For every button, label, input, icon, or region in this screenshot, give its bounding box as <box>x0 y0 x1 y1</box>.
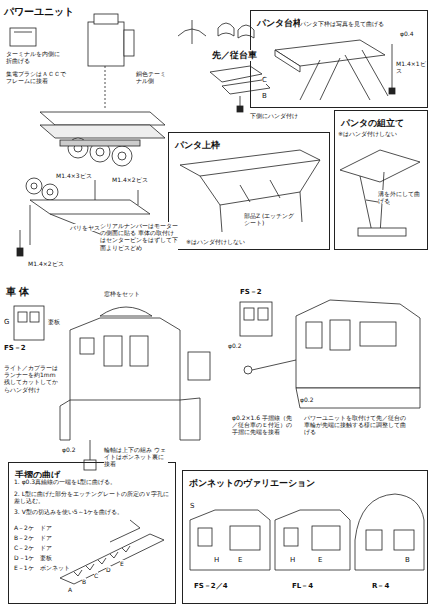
part-letter: H <box>214 556 219 564</box>
note-text: 3. V型の切込みを使い5～1ケを曲げる。 <box>14 508 170 515</box>
note-text: ライト／カプラーはランナーを約1mm残してカットしてからハンダ付け <box>4 364 58 393</box>
section-heading: FS－2／4 <box>194 582 228 590</box>
note-text: シリアルナンバーはモーターの側面に貼る 車体の取付けはセンターピンをはずして下面… <box>100 222 178 251</box>
part-letter: B <box>82 578 86 585</box>
note-text: A－2ケ ドア <box>14 524 52 531</box>
note-text: 1. φ0.3真鍮線の一端をL型に曲げる。 <box>14 478 170 485</box>
part-letter: A <box>68 586 72 593</box>
note-text: M1.4×1ビス <box>396 60 426 74</box>
note-text: パンタ下枠は写真を見て曲げる <box>300 20 412 27</box>
section-heading: FS－2 <box>240 288 262 296</box>
section-heading: パワーユニット <box>4 6 74 18</box>
bending-jig <box>60 520 164 584</box>
note-text: パワーユニットを取付けて先／従台の車輪が先端に接触する様に調整して曲げる <box>304 414 408 436</box>
part-letter: E <box>318 556 322 564</box>
note-text: φ0.2 <box>62 446 76 453</box>
note-text: 溝を外にして曲げる <box>378 190 424 204</box>
section-heading: FS－2 <box>4 344 26 352</box>
section-heading: パンタの組立て <box>338 117 407 130</box>
note-text: 輪軸は上下の組み ウェイトはボンネット裏に接着 <box>104 446 168 468</box>
section-panel: パンタ上枠 <box>168 132 330 250</box>
section-heading: 車 体 <box>6 286 29 298</box>
section-heading: FL－4 <box>292 582 313 590</box>
part-letter: B <box>262 92 267 100</box>
note-text: M1.4×3ビス <box>56 172 92 179</box>
section-heading: 先／従台車 <box>212 50 257 61</box>
note-text: C－2ケ ドア <box>14 544 52 551</box>
note-text: φ0.2 <box>300 396 314 403</box>
note-text: M1.4×2ビス <box>112 176 148 183</box>
section-heading: パンタ上枠 <box>172 139 223 152</box>
note-text: ※はハンダ付けしない <box>338 130 397 137</box>
pantograph-upper-frame <box>180 150 320 232</box>
note-text: φ0.2×1.6 手摺線（先／従台車のＥ付近）の手摺に先端を接着 <box>232 414 294 436</box>
bonnet-variations <box>190 494 424 570</box>
note-text: φ0.4 <box>400 30 414 37</box>
note-text: 集電ブラシはＡＣＣでフレームに接着 <box>6 70 70 84</box>
note-text: D－1ケ 妻板 <box>14 554 52 561</box>
note-text: ターミナルを内側に折曲げる <box>6 50 60 64</box>
section-heading: パンタ台枠 <box>254 17 305 30</box>
note-text: 窓枠をセット <box>104 290 140 297</box>
body-right <box>240 300 420 408</box>
note-text: 下側にハンダ付け <box>250 112 298 119</box>
section-heading: R－4 <box>372 582 389 590</box>
part-letter: G <box>4 318 9 326</box>
part-letter: E <box>238 556 242 564</box>
part-letter: B <box>405 556 410 564</box>
note-text: M1.4×2ビス <box>28 260 64 267</box>
note-text: ※はハンダ付けしない <box>186 238 245 245</box>
part-letter: C <box>262 76 267 84</box>
note-text: 部品Z (エッチング シート) <box>244 212 296 226</box>
note-text: 銅色テーミナル側 <box>136 70 170 84</box>
pilot-truck <box>178 20 270 112</box>
part-letter: S <box>190 502 194 510</box>
pantograph-base <box>275 40 395 100</box>
part-letter: H <box>290 556 295 564</box>
note-text: φ0.2 <box>228 342 242 349</box>
note-text: 2. L型に曲げた部分をエッチングレートの所定のＶ字孔に差し込む。 <box>14 490 170 504</box>
note-text: B－2ケ ドア <box>14 534 52 541</box>
part-letter: C <box>94 572 98 579</box>
part-letter: 妻板 <box>48 318 60 325</box>
part-letter: D <box>106 566 111 573</box>
section-heading: ボンネットのヴァリエーション <box>186 477 318 490</box>
note-text: E－1ケ ボンネット <box>14 564 70 571</box>
part-letter: E <box>120 560 124 567</box>
